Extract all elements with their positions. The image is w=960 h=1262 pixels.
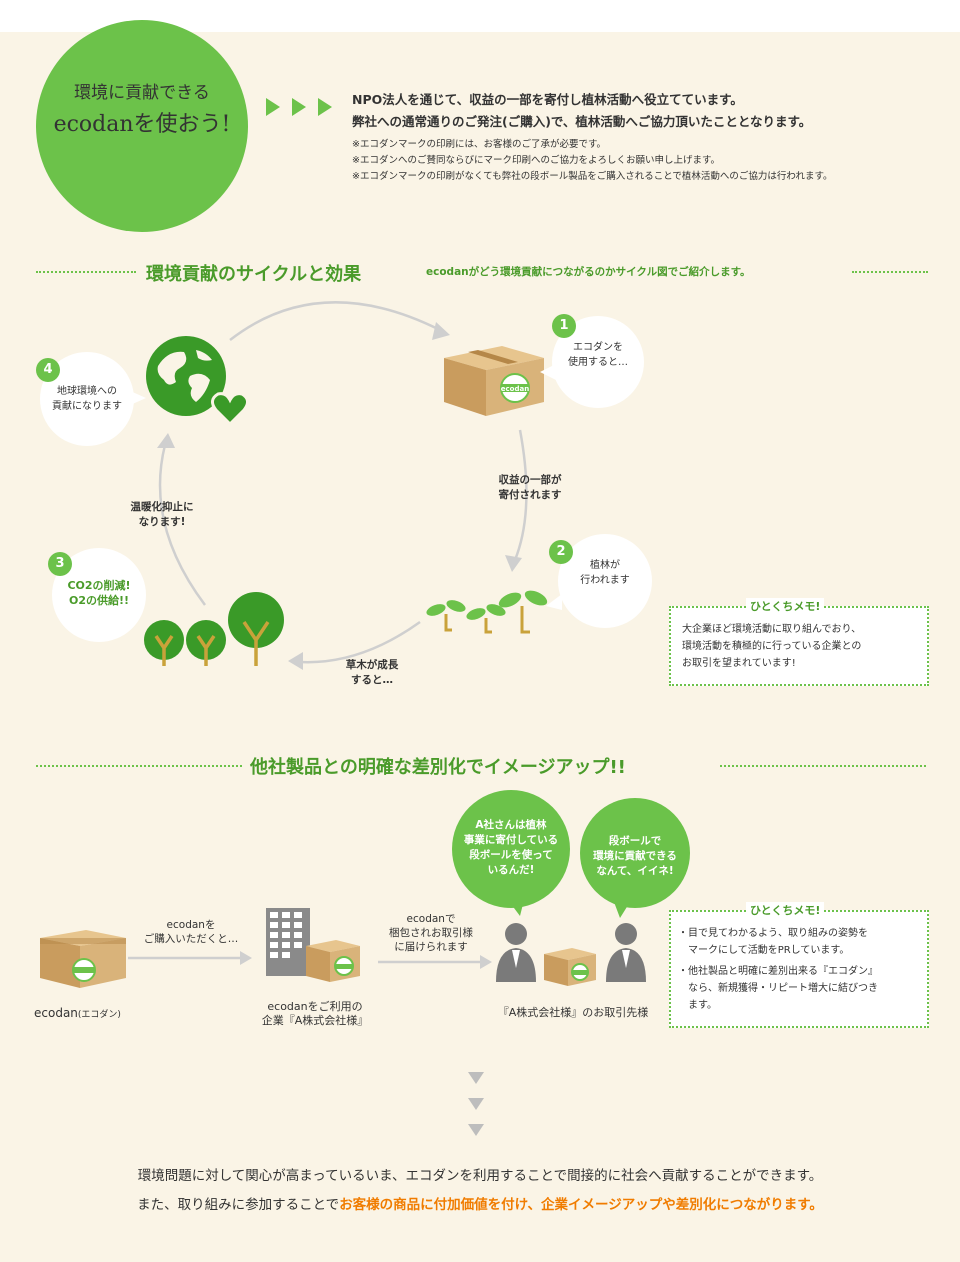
memo-line: ます。 [688,1000,717,1011]
note-line: ※エコダンマークの印刷には、お客様のご了承が必要です。 [352,139,607,150]
office-building-icon [266,908,360,982]
step3-text: CO2の削減!O2の供給!! [67,579,131,607]
trees-icon [144,592,284,666]
arrow-label-warming: 温暖化抑止になります! [130,501,194,528]
memo-box-cycle [669,606,929,686]
memo-line: ・他社製品と明確に差別出来る『エコダン』 [678,966,878,977]
down-arrows-icon [468,1072,484,1136]
box-mark-text: ecodan [501,385,529,393]
flow-arrow [128,951,252,965]
speech-bubble-1 [452,790,570,908]
note-line: ※エコダンへのご賛同ならびにマーク印刷へのご協力をよろしくお願い申し上げます。 [352,155,721,166]
flow-label-purchase: ecodanをご購入いただくと… [143,919,239,945]
caption-company: ecodanをご利用の企業『A株式会社様』 [261,1000,369,1027]
bubble-tail [540,364,556,380]
triangle-icon [266,98,280,116]
section-title-cycle: 環境貢献のサイクルと効果 [146,264,362,285]
hero-line1: 環境に貢献できる [74,83,210,103]
sprouts-icon [426,590,548,634]
speech-bubble-2 [580,798,690,908]
arrow-label-growth: 草木が成長すると… [345,659,399,686]
section-subtitle-cycle: ecodanがどう環境貢献につながるのかサイクル図でご紹介します。 [426,266,751,278]
dotted-divider [720,765,926,767]
step2-text: 植林が行われます [580,560,630,586]
memo-line: ・目で見てわかるよう、取り組みの姿勢を [678,928,868,939]
dotted-divider [36,765,242,767]
bubble-tail [508,900,524,916]
step-number-3: 3 [48,552,72,576]
step1-text: エコダンを使用すると… [568,342,628,368]
caption-ecodan: ecodan(エコダン) [34,1006,121,1020]
triangle-icon [318,98,332,116]
hero-line2: ecodanを使おう! [53,112,231,137]
dotted-divider [36,271,136,273]
dotted-divider [852,271,928,273]
caption-partner: 『A株式会社様』のお取引先様 [497,1006,649,1019]
cardboard-box-icon [40,930,126,988]
flow-label-delivery: ecodanで梱包されお取引様に届けられます [389,913,473,953]
bubble-tail [546,594,562,610]
step-number-4: 4 [36,358,60,382]
partner-people-icon [496,923,646,986]
memo-line: なら、新規獲得・リピート増大に結びつき [688,983,878,994]
speech-bubble-2-text: 段ボールで環境に貢献できるなんて、イイネ! [593,835,677,877]
hero-circle [36,20,248,232]
bottom-line2: また、取り組みに参加することでお客様の商品に付加価値を付け、企業イメージアップや… [137,1197,823,1213]
step-number-2: 2 [549,540,573,564]
intro-line2: 弊社への通常通りのご発注(ご購入)で、植林活動へご協力頂いたこととなります。 [352,114,812,129]
memo-line: 大企業ほど環境活動に取り組んでおり、 [682,624,862,635]
bottom-line1: 環境問題に対して関心が高まっているいま、エコダンを利用することで間接的に社会へ貢… [137,1168,823,1184]
triangle-icon [292,98,306,116]
bubble-step2 [558,534,652,628]
bubble-tail [128,390,146,406]
arrow-label-donation: 収益の一部が寄付されます [498,474,562,501]
step4-text: 地球環境への貢献になります [52,386,122,412]
section-title-diff: 他社製品との明確な差別化でイメージアップ!! [250,757,626,778]
flow-arrow [378,955,492,969]
memo-title: ひとくちメモ! [746,902,825,918]
note-line: ※エコダンマークの印刷がなくても弊社の段ボール製品をご購入されることで植林活動へ… [352,171,833,182]
memo-line: 環境活動を積極的に行っている企業との [682,641,862,652]
memo-box-diff [669,910,929,1028]
step-number-1: 1 [552,314,576,338]
memo-line: お取引を望まれています! [682,658,796,669]
intro-line1: NPO法人を通じて、収益の一部を寄付し植林活動へ役立てています。 [352,92,743,107]
cardboard-box-icon: ecodan [444,346,544,416]
speech-bubble-1-text: A社さんは植林事業に寄付している段ボールを使っているんだ! [463,819,559,876]
memo-title: ひとくちメモ! [746,598,825,614]
globe-heart-icon [146,336,249,427]
memo-line: マークにして活動をPRしています。 [688,945,850,956]
bubble-tail [614,902,630,918]
